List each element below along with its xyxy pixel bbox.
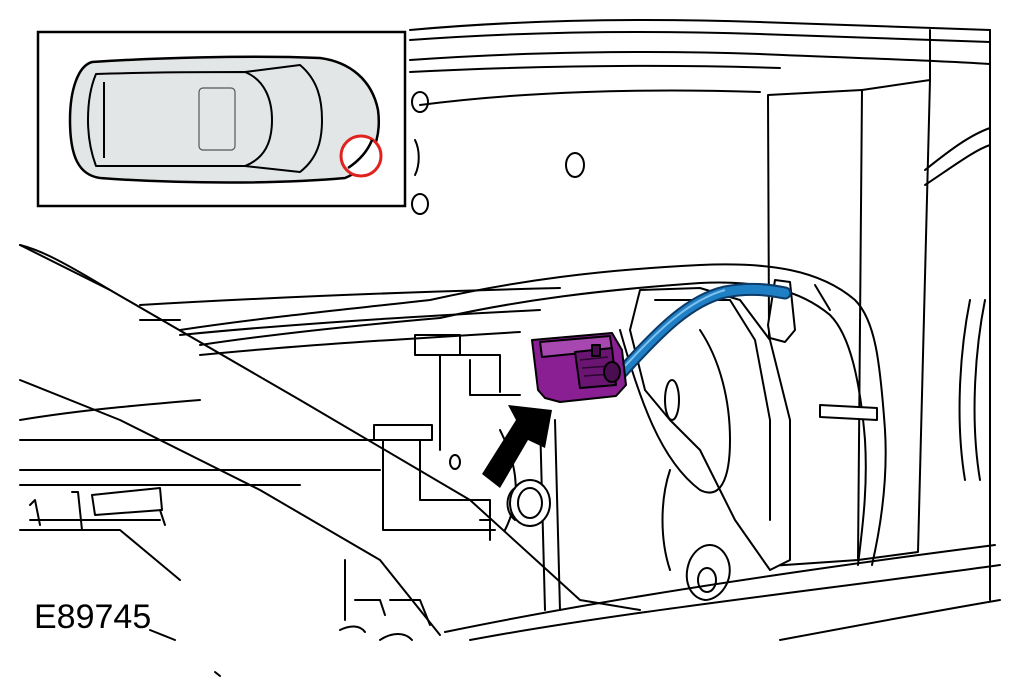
- upper-body-panel: [409, 19, 991, 601]
- location-circle-icon: [339, 134, 383, 178]
- connector-wire: [615, 282, 792, 379]
- door-bracket: [619, 287, 791, 601]
- inner-panel: [139, 287, 561, 611]
- bolt: [506, 479, 551, 527]
- seat-rail: [19, 399, 491, 581]
- sill-panel: [149, 544, 1001, 677]
- figure-reference-code: E89745: [34, 598, 152, 636]
- seat-crossbeam: [19, 244, 641, 636]
- pointer-arrow-icon: [482, 405, 552, 488]
- car-top-view-icon: [68, 55, 380, 184]
- locator-inset: [36, 30, 407, 208]
- electrical-connector-icon: [531, 332, 627, 403]
